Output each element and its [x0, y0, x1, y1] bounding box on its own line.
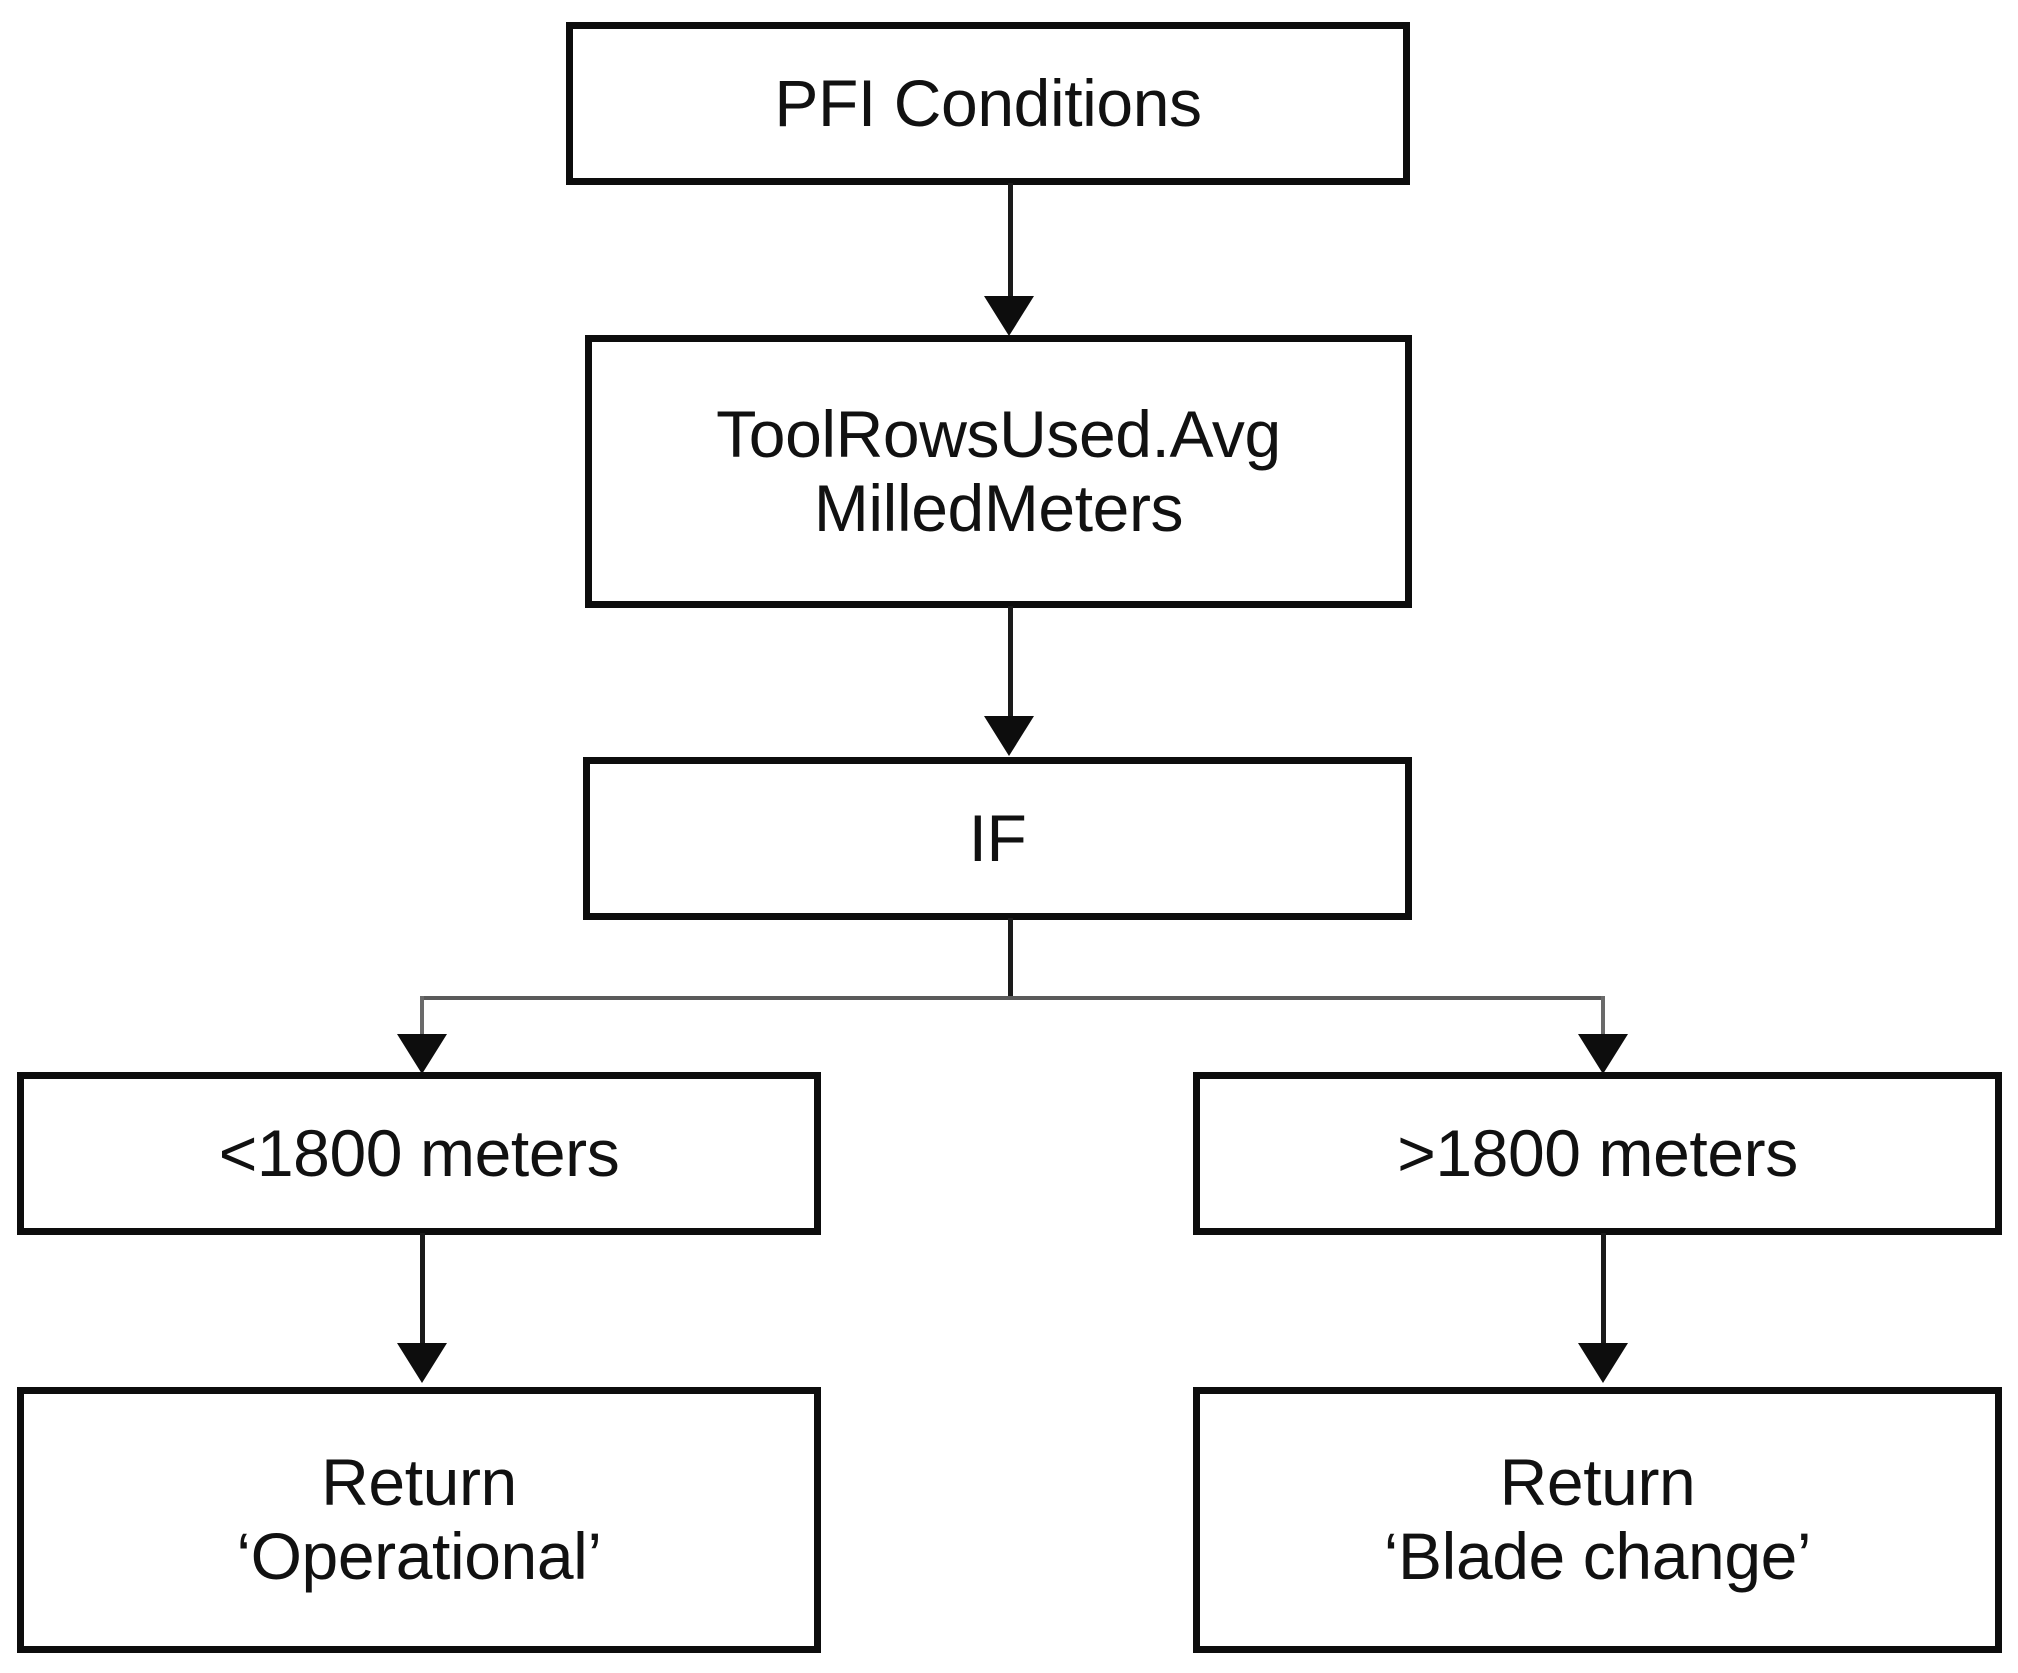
node-return-blade-change[interactable]: Return ‘Blade change’	[1193, 1387, 2002, 1653]
connector-lt1800-to-return-operational-line	[420, 1233, 425, 1347]
node-greater-than-1800-meters[interactable]: >1800 meters	[1193, 1072, 2002, 1235]
arrow-down-icon-gt1800-to-return-blade-change	[1578, 1343, 1628, 1383]
arrow-down-icon-branch-right	[1578, 1034, 1628, 1074]
node-if[interactable]: IF	[583, 757, 1412, 920]
node-toolrowsused-avgmilledmeters[interactable]: ToolRowsUsed.Avg MilledMeters	[585, 335, 1412, 608]
connector-branch-right-line	[1601, 996, 1605, 1040]
branch-bar	[422, 996, 1605, 1000]
connector-if-to-branch-line	[1008, 918, 1013, 1000]
node-return-operational[interactable]: Return ‘Operational’	[17, 1387, 821, 1653]
connector-branch-left-line	[420, 996, 424, 1040]
connector-pfi-to-toolrows-line	[1008, 183, 1013, 301]
node-less-than-1800-meters[interactable]: <1800 meters	[17, 1072, 821, 1235]
arrow-down-icon-lt1800-to-return-operational	[397, 1343, 447, 1383]
connector-gt1800-to-return-blade-change-line	[1601, 1233, 1606, 1347]
connector-toolrows-to-if-line	[1008, 606, 1013, 720]
arrow-down-icon-pfi-to-toolrows	[984, 296, 1034, 336]
arrow-down-icon-toolrows-to-if	[984, 716, 1034, 756]
arrow-down-icon-branch-left	[397, 1034, 447, 1074]
node-pfi-conditions[interactable]: PFI Conditions	[566, 22, 1410, 185]
